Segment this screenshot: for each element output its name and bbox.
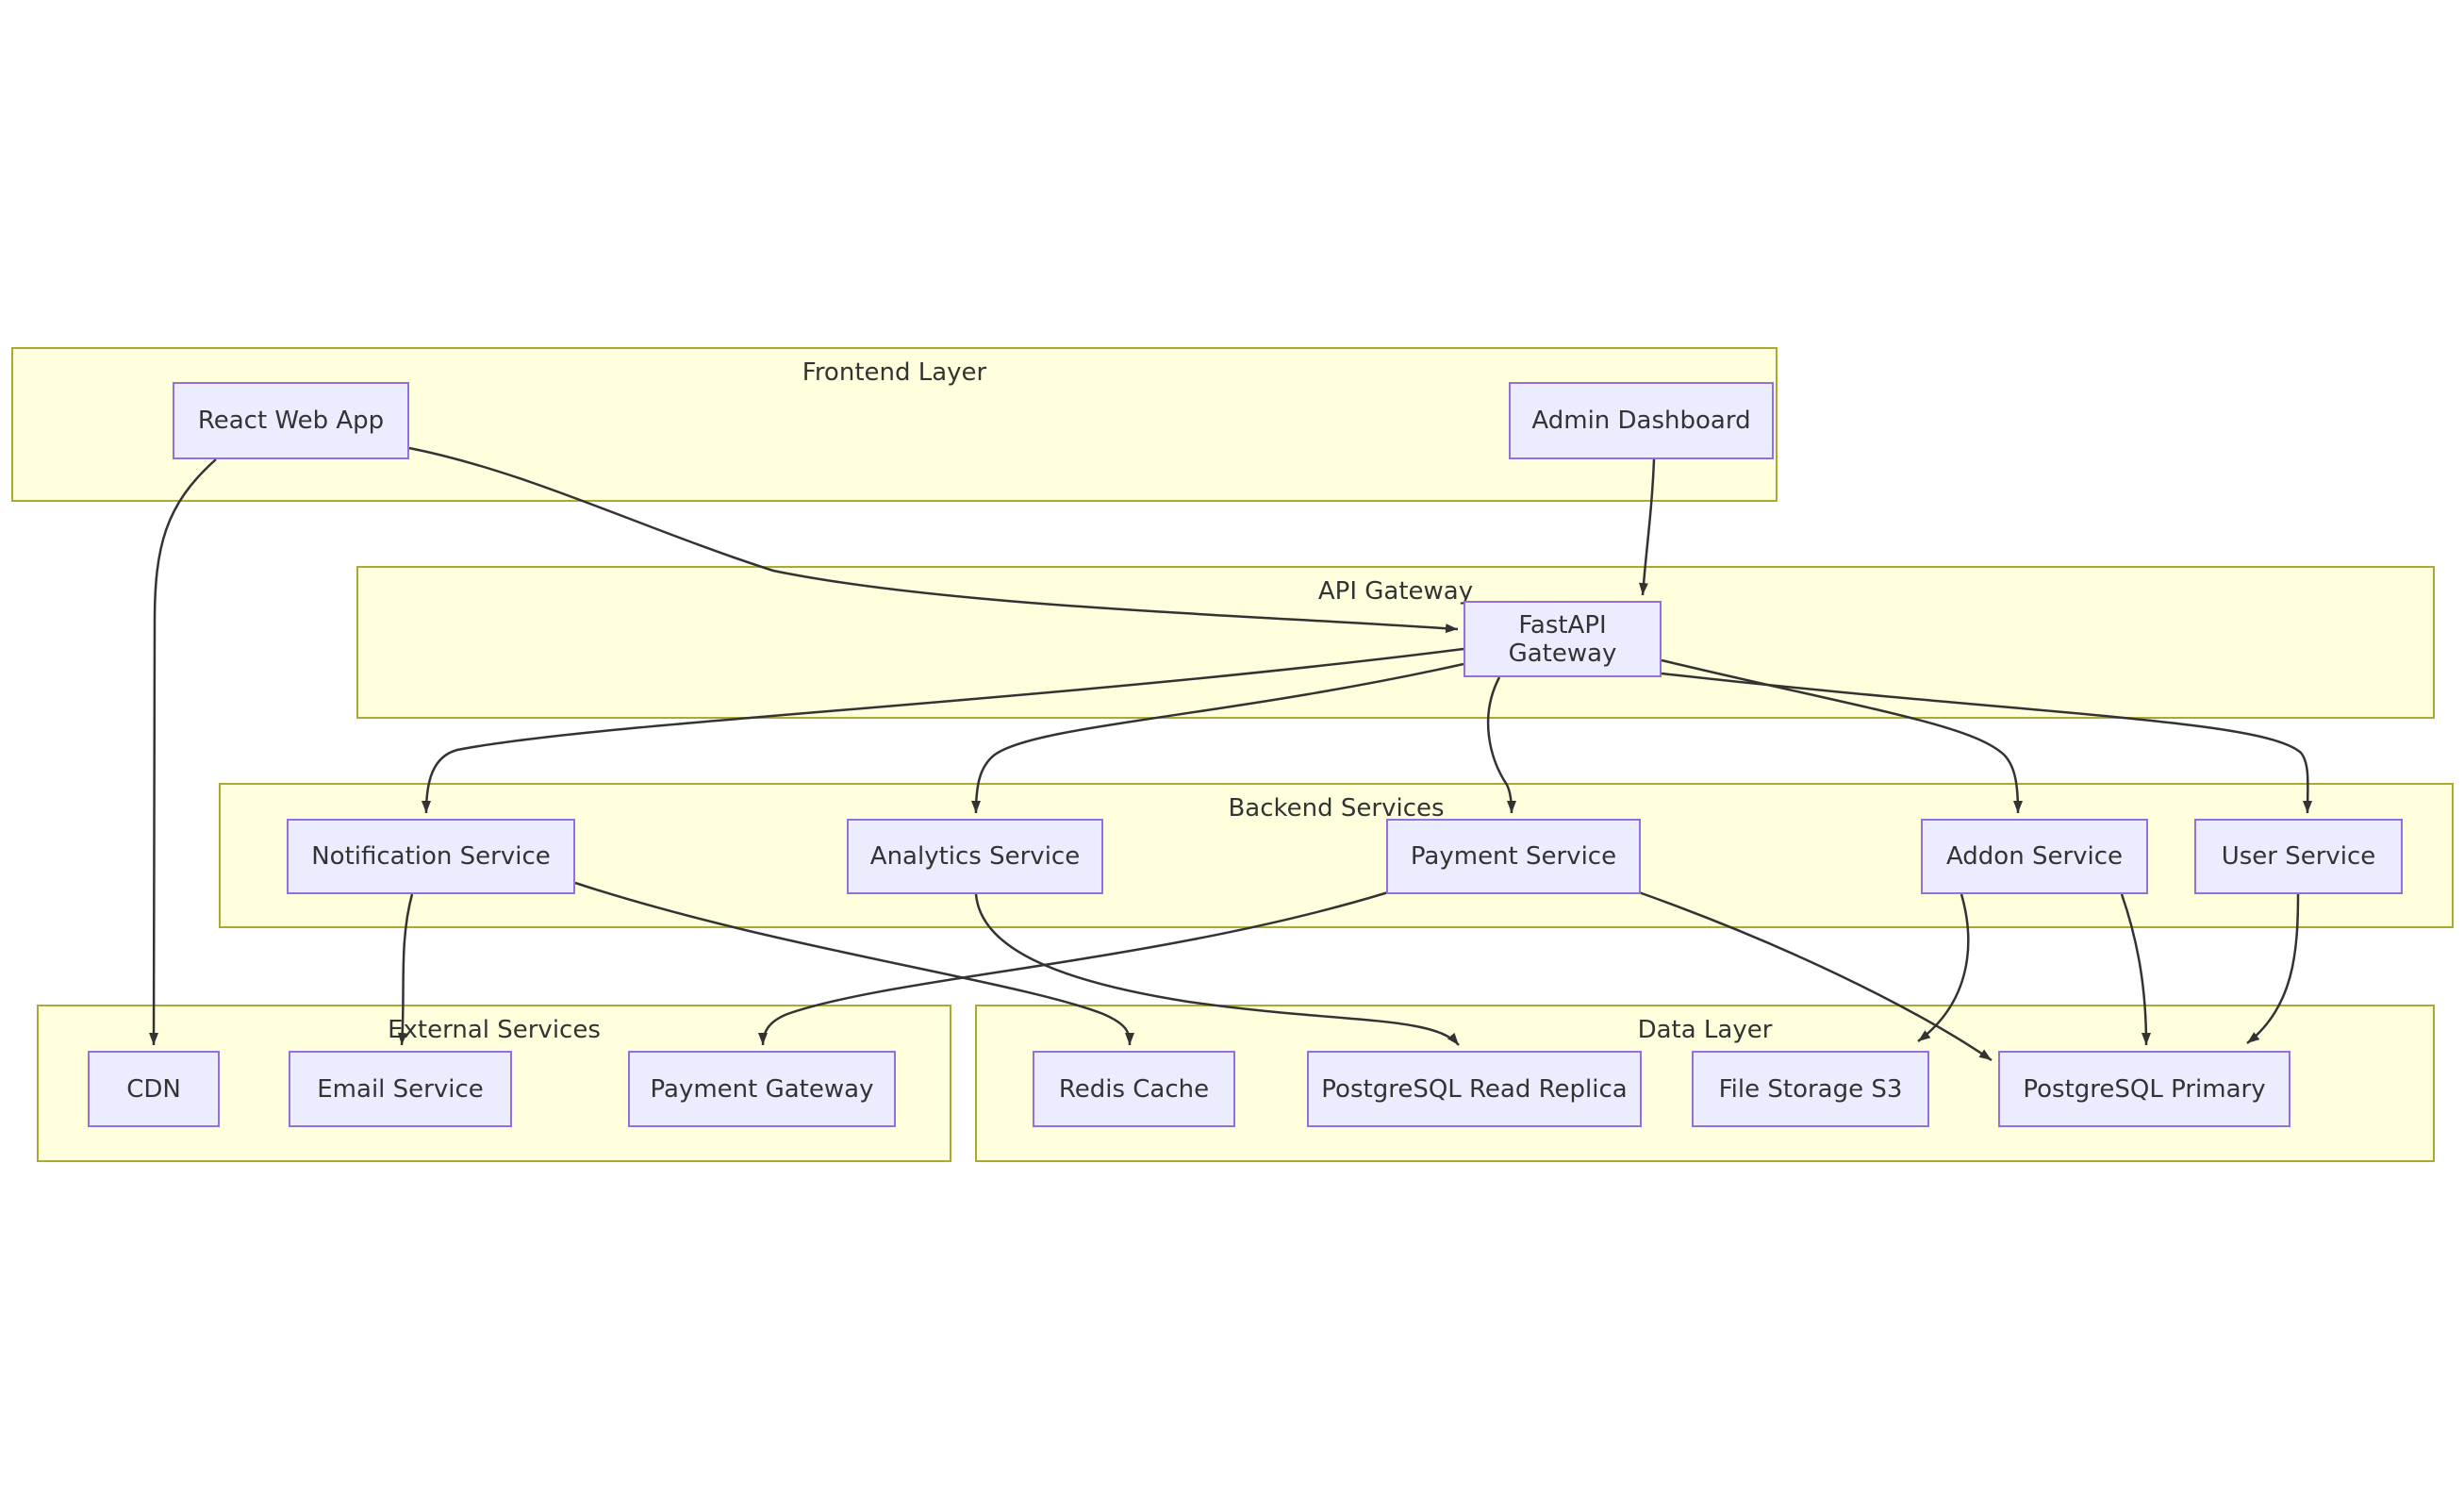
cluster-frontend-layer-label: Frontend Layer xyxy=(802,358,987,387)
node-cdn: CDN xyxy=(88,1051,220,1127)
node-react-web-app-label: React Web App xyxy=(197,407,385,435)
node-payment-service-label: Payment Service xyxy=(1410,842,1617,871)
node-file-storage-s3-label: File Storage S3 xyxy=(1718,1074,1903,1104)
node-postgresql-read-replica: PostgreSQL Read Replica xyxy=(1307,1051,1642,1127)
node-fastapi-gateway-label: FastAPI Gateway xyxy=(1508,610,1617,668)
node-email-service-label: Email Service xyxy=(317,1074,484,1104)
edge-react-to-cdn xyxy=(149,458,217,1046)
node-admin-dashboard-label: Admin Dashboard xyxy=(1531,407,1751,435)
node-payment-gateway-label: Payment Gateway xyxy=(650,1074,874,1104)
node-postgresql-primary-label: PostgreSQL Primary xyxy=(2023,1074,2266,1104)
node-notification-service-label: Notification Service xyxy=(311,842,551,871)
node-user-service: User Service xyxy=(2194,819,2403,894)
node-file-storage-s3: File Storage S3 xyxy=(1692,1051,1929,1127)
node-email-service: Email Service xyxy=(289,1051,512,1127)
node-addon-service-label: Addon Service xyxy=(1945,842,2124,871)
node-postgresql-read-replica-label: PostgreSQL Read Replica xyxy=(1321,1074,1628,1104)
node-analytics-service-label: Analytics Service xyxy=(869,842,1081,871)
node-notification-service: Notification Service xyxy=(287,819,575,894)
node-admin-dashboard: Admin Dashboard xyxy=(1509,382,1774,459)
node-fastapi-gateway: FastAPI Gateway xyxy=(1464,601,1662,677)
cluster-api-gateway: API Gateway xyxy=(356,566,2435,719)
node-redis-cache: Redis Cache xyxy=(1033,1051,1235,1127)
node-addon-service: Addon Service xyxy=(1921,819,2148,894)
node-user-service-label: User Service xyxy=(2221,842,2376,871)
cluster-external-services-label: External Services xyxy=(388,1016,601,1044)
node-analytics-service: Analytics Service xyxy=(847,819,1103,894)
cluster-data-layer-label: Data Layer xyxy=(1637,1016,1773,1044)
cluster-api-gateway-label: API Gateway xyxy=(1317,577,1474,606)
node-react-web-app: React Web App xyxy=(173,382,409,459)
node-postgresql-primary: PostgreSQL Primary xyxy=(1998,1051,2290,1127)
node-payment-gateway: Payment Gateway xyxy=(628,1051,896,1127)
node-redis-cache-label: Redis Cache xyxy=(1058,1074,1210,1104)
node-cdn-label: CDN xyxy=(126,1074,181,1104)
node-payment-service: Payment Service xyxy=(1386,819,1641,894)
